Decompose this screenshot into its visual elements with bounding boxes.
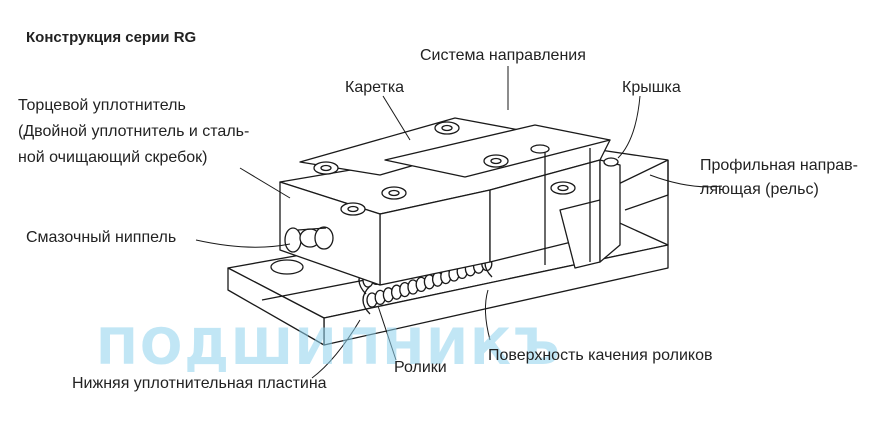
- roller-retainer-arc: [362, 285, 371, 315]
- label-grease-nipple: Смазочный ниппель: [26, 229, 177, 246]
- grease-nipple: [284, 226, 334, 253]
- leader-lines: [195, 66, 723, 379]
- label-rail-line1: Профильная направ-: [700, 157, 858, 174]
- label-guide-system: Система направления: [420, 47, 586, 64]
- label-end-seal-line1: Торцевой уплотнитель: [18, 97, 186, 114]
- label-bottom-seal: Нижняя уплотнительная пластина: [72, 375, 327, 392]
- label-end-seal-line2: (Двойной уплотнитель и сталь-: [18, 123, 250, 140]
- label-rollers: Ролики: [394, 359, 447, 376]
- label-rolling-surface: Поверхность качения роликов: [488, 347, 713, 364]
- label-cover: Крышка: [622, 79, 681, 96]
- rail-mounting-hole: [270, 259, 304, 275]
- label-rail-line2: ляющая (рельс): [700, 181, 819, 198]
- diagram-title: Конструкция серии RG: [26, 29, 197, 46]
- label-end-seal-line3: ной очищающий скребок): [18, 149, 208, 166]
- watermark-logo: ПОДШИПНИКЪ: [96, 318, 562, 376]
- top-screw-holes: [313, 121, 619, 216]
- label-carriage: Каретка: [345, 79, 405, 96]
